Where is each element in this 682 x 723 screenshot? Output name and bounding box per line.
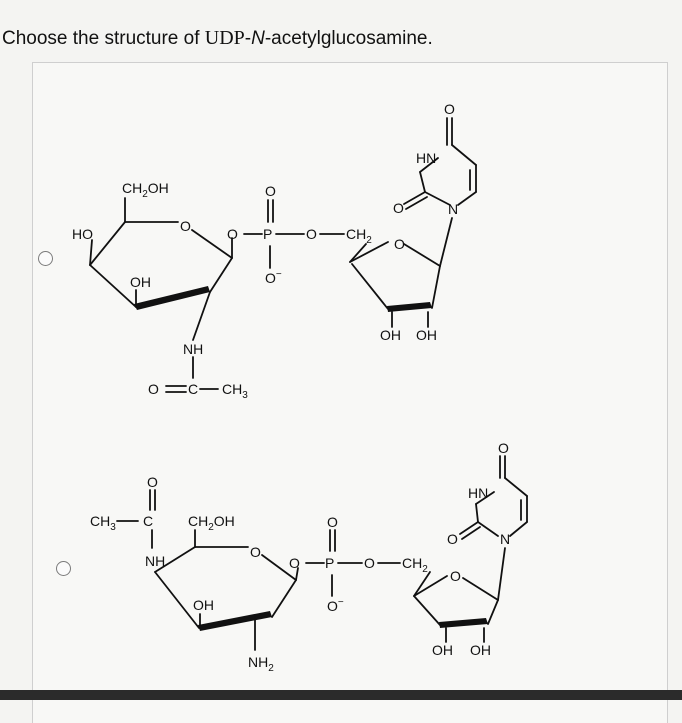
structure-diagrams: CH2OH HO OH O O P O O− O CH2 O OH OH HN … (72, 101, 528, 674)
b-o-link-label: O (289, 555, 300, 571)
question-text: Choose the structure of UDP-N-acetylgluc… (2, 26, 433, 51)
a-o-double-label: O (265, 183, 276, 199)
b-n-label: N (500, 531, 510, 547)
question-suffix: -acetylglucosamine. (264, 28, 433, 49)
b-o-bridge-label: O (364, 555, 375, 571)
a-n-label: N (448, 201, 458, 217)
b-oh-label: OH (193, 597, 214, 613)
b-ring-o-label: O (250, 544, 261, 560)
b-oh2-label: OH (470, 642, 491, 658)
a-oh1-label: OH (380, 327, 401, 343)
b-carbonyl-o1-label: O (498, 440, 509, 456)
a-o-minus-label: O− (265, 269, 282, 286)
a-ring-o-label: O (180, 218, 191, 234)
a-carbonyl-o1-label: O (444, 101, 455, 117)
b-p-label: P (325, 555, 334, 571)
option-a-radio[interactable] (38, 251, 53, 266)
b-hn-label: HN (468, 485, 488, 501)
a-nh-label: NH (183, 341, 203, 357)
b-oh1-label: OH (432, 642, 453, 658)
a-hn-label: HN (416, 150, 436, 166)
a-oh2-label: OH (416, 327, 437, 343)
a-ch2-label: CH2 (346, 226, 372, 246)
b-o-minus-label: O− (327, 597, 344, 614)
b-nh2-label: NH2 (248, 654, 274, 674)
question-prefix: Choose the structure of (2, 28, 205, 49)
a-ch2oh-label: CH2OH (122, 180, 169, 200)
a-ho-label: HO (72, 226, 93, 242)
b-ribose-o-label: O (450, 568, 461, 584)
a-acetyl-c-label: C (188, 381, 198, 397)
question-dash: - (244, 28, 252, 49)
question-udp: UDP (204, 27, 245, 49)
b-ch3-label: CH3 (90, 513, 116, 533)
b-ch2-label: CH2 (402, 555, 428, 575)
b-o-double-label: O (327, 514, 338, 530)
a-carbonyl-o2-label: O (393, 200, 404, 216)
b-acetyl-o-label: O (147, 474, 158, 490)
b-nh-label: NH (145, 553, 165, 569)
b-carbonyl-o2-label: O (447, 531, 458, 547)
a-p-label: P (263, 226, 272, 242)
a-ribose-o-label: O (394, 236, 405, 252)
option-b-structure[interactable] (116, 455, 528, 651)
b-acetyl-c-label: C (143, 513, 153, 529)
a-acetyl-o-label: O (148, 381, 159, 397)
bottom-bar (0, 690, 682, 700)
question-n: N (251, 28, 265, 49)
b-ch2oh-label: CH2OH (188, 513, 235, 533)
a-oh-label: OH (130, 274, 151, 290)
answer-options-panel (32, 62, 668, 723)
option-b-labels: CH3 C O NH CH2OH O OH NH2 O P O O− O CH2… (90, 440, 510, 674)
option-a-labels: CH2OH HO OH O O P O O− O CH2 O OH OH HN … (72, 101, 458, 401)
a-o-bridge-label: O (306, 226, 317, 242)
option-b-radio[interactable] (56, 561, 71, 576)
a-o-link-label: O (227, 226, 238, 242)
option-a-structure[interactable] (89, 117, 477, 393)
a-ch3-label: CH3 (222, 381, 248, 401)
